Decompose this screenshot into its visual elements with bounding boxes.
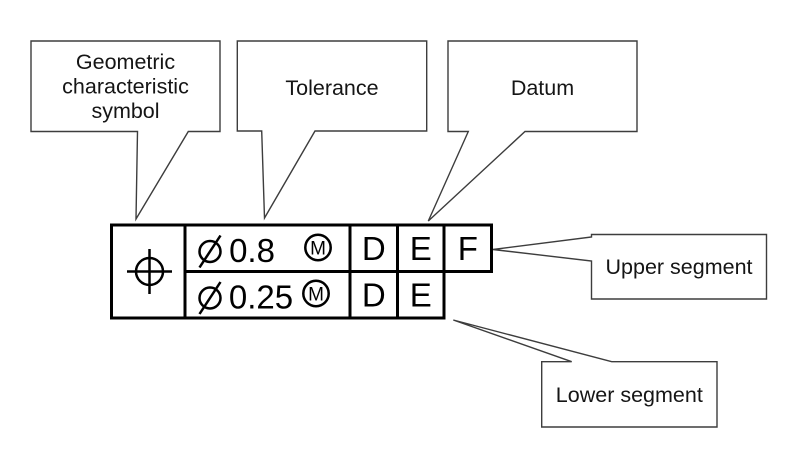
diameter-icon bbox=[198, 281, 222, 315]
datum-letter: F bbox=[458, 230, 478, 267]
mmc-letter: M bbox=[308, 285, 324, 306]
callout-geometric-characteristic-symbol: Geometric characteristic symbol bbox=[30, 40, 221, 222]
datum-letter: E bbox=[410, 277, 432, 314]
callout-label: Tolerance bbox=[285, 76, 378, 100]
callout-label: Upper segment bbox=[606, 255, 753, 279]
tolerance-value: 0.25 bbox=[229, 279, 293, 316]
callout-tolerance: Tolerance bbox=[236, 40, 428, 221]
frame-lower-segment-row: 0.25 M D E bbox=[198, 277, 432, 316]
callout-label: Datum bbox=[511, 76, 574, 100]
mmc-letter: M bbox=[310, 239, 326, 260]
callout-datum: Datum bbox=[427, 40, 638, 222]
datum-letter: E bbox=[410, 230, 432, 267]
mmc-modifier-icon: M bbox=[302, 279, 330, 308]
feature-control-frame: 0.8 M D E F 0.25 M D E bbox=[110, 223, 493, 320]
diameter-icon bbox=[198, 234, 222, 269]
callout-balloon bbox=[236, 40, 428, 221]
position-symbol-icon bbox=[127, 249, 172, 294]
frame-upper-segment-row: 0.8 M D E F bbox=[198, 230, 478, 269]
callout-label: Lower segment bbox=[556, 383, 703, 407]
callout-balloon bbox=[30, 40, 221, 222]
callout-balloon bbox=[427, 40, 638, 222]
callout-balloon bbox=[453, 319, 718, 428]
callout-label-line: symbol bbox=[91, 99, 159, 123]
mmc-modifier-icon: M bbox=[304, 233, 332, 262]
callout-label-line: Geometric bbox=[76, 50, 175, 74]
tolerance-value: 0.8 bbox=[229, 232, 275, 269]
callout-lower-segment: Lower segment bbox=[453, 319, 718, 428]
datum-letter: D bbox=[362, 230, 386, 267]
callout-label-line: characteristic bbox=[62, 75, 189, 99]
datum-letter: D bbox=[362, 277, 386, 314]
callout-balloon bbox=[492, 233, 768, 300]
callout-upper-segment: Upper segment bbox=[492, 233, 768, 300]
